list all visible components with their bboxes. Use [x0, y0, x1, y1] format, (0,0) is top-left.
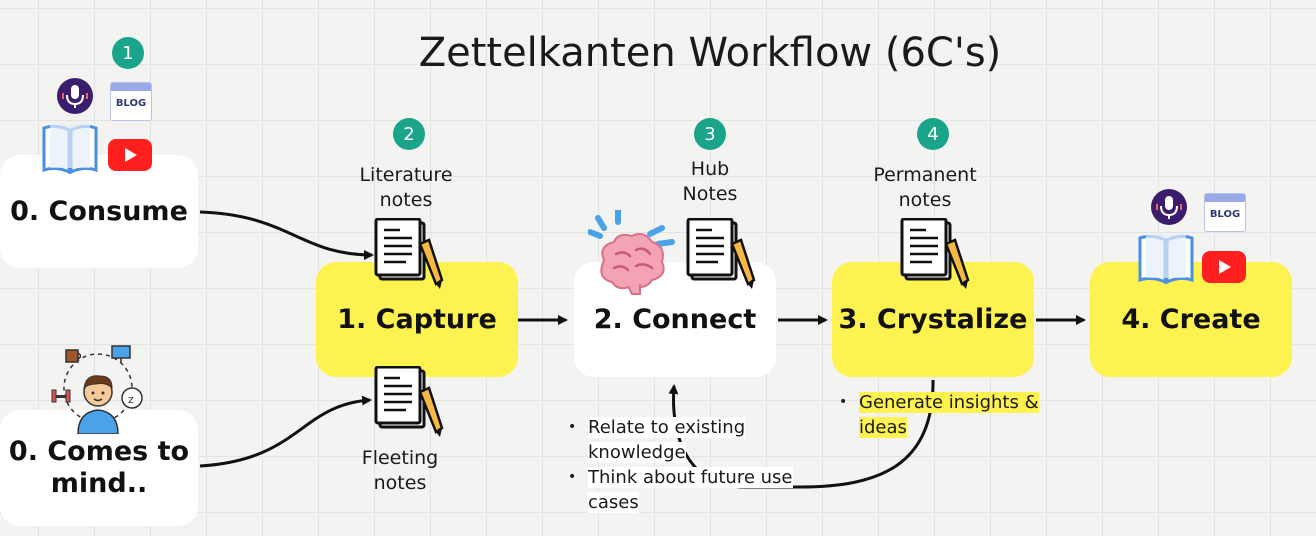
brain-icon: [588, 210, 675, 295]
badge-1: 1: [112, 37, 144, 69]
blog-icon-text: BLOG: [1209, 209, 1241, 220]
podcast-icon: [57, 78, 93, 114]
note-icon: [900, 218, 970, 289]
book-icon: [1138, 234, 1194, 285]
youtube-icon: [1202, 251, 1246, 283]
box-crystalize: 3. Crystalize: [832, 262, 1034, 377]
list-item: Relate to existing knowledge: [564, 415, 804, 465]
box-mind-label-2: mind..: [50, 468, 148, 499]
youtube-icon: [108, 139, 152, 171]
badge-3: 3: [694, 118, 726, 150]
crystalize-bullets: Generate insights & ideas: [835, 390, 1045, 440]
box-capture-label: 1. Capture: [337, 303, 497, 335]
note-icon: [686, 218, 756, 289]
box-consume: 0. Consume: [0, 155, 198, 268]
badge-4: 4: [917, 118, 949, 150]
connect-bullets: Relate to existing knowledge Think about…: [564, 415, 804, 515]
blog-icon: BLOG: [110, 82, 152, 121]
note-icon: [374, 218, 444, 289]
box-crystalize-label: 3. Crystalize: [838, 303, 1028, 335]
note-icon: [374, 366, 444, 437]
svg-text:z: z: [128, 393, 134, 406]
list-item: Generate insights & ideas: [835, 390, 1045, 440]
box-capture: 1. Capture: [316, 262, 518, 377]
book-icon: [42, 124, 98, 175]
badge-2: 2: [393, 118, 425, 150]
blog-icon-text: BLOG: [115, 98, 147, 109]
arrow-consume-to-capture: [199, 210, 374, 260]
diagram-title: Zettelkanten Workflow (6C's): [418, 30, 1002, 76]
podcast-icon: [1151, 189, 1187, 225]
box-consume-label: 0. Consume: [10, 195, 188, 227]
box-connect-label: 2. Connect: [593, 303, 757, 335]
box-create-label: 4. Create: [1121, 303, 1261, 335]
list-item: Think about future use cases: [564, 465, 804, 515]
box-mind-label-1: 0. Comes to: [8, 436, 190, 468]
person-icon: z: [51, 345, 143, 434]
blog-icon: BLOG: [1204, 193, 1246, 232]
arrow-mind-to-capture: [199, 395, 372, 468]
